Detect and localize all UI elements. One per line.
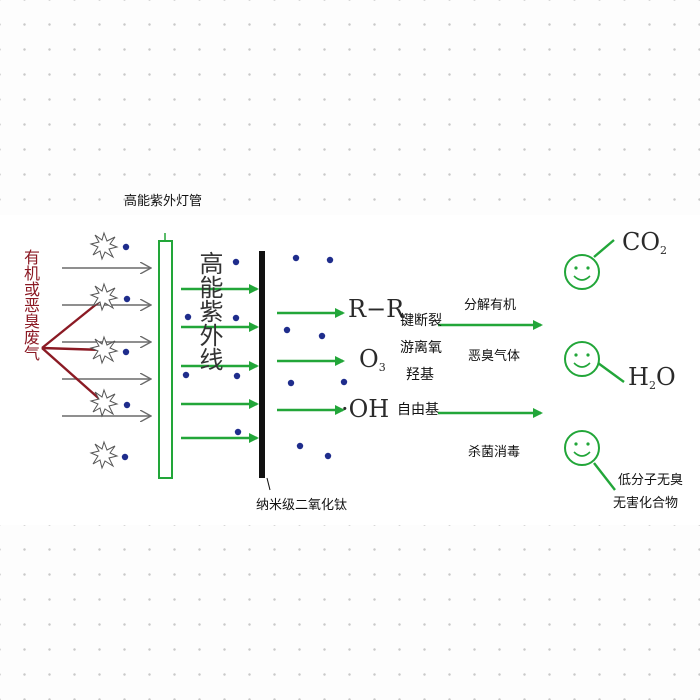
product-low-molecule-line1: 低分子无臭 [618,473,684,488]
lamp-title: 高能紫外灯管 [124,194,203,209]
tio2-film [259,251,265,478]
smiley-face-compound-icon [564,430,616,491]
uv-arrows [181,284,259,443]
product-arrows [438,320,543,418]
reaction-text-radical: 自由基 [397,402,439,418]
gas-branch-lines [41,297,105,404]
reaction-text-bond-break: 键断裂 [400,313,442,329]
particles [121,243,348,461]
gas-label: 有机或恶臭废气 [21,249,40,361]
product-low-molecule-line2: 无害化合物 [613,496,679,511]
arrow-label-odor-gas: 恶臭气体 [468,349,521,364]
reaction-text-free-oxygen: 游离氧 [400,340,442,356]
product-h2o: H2O [628,363,676,392]
reaction-text-hydroxyl: 羟基 [406,367,434,383]
uv-label: 高能紫外线 [195,251,223,371]
radical-oh: ·OH [341,395,390,423]
tio2-leader-line [266,477,271,491]
smiley-face-co2-icon [564,239,615,290]
radical-o3: O3 [359,345,386,374]
smiley-face-h2o-icon [564,341,625,383]
arrow-label-decompose: 分解有机 [464,298,517,313]
radical-rr: R−R [348,295,405,323]
arrow-label-sterilize: 杀菌消毒 [468,445,521,460]
odor-molecule-bursts [89,231,119,470]
tio2-label: 纳米级二氧化钛 [256,498,348,513]
uv-lamp-tube [158,240,173,479]
reaction-arrows [277,308,345,415]
product-co2: CO2 [622,228,668,257]
